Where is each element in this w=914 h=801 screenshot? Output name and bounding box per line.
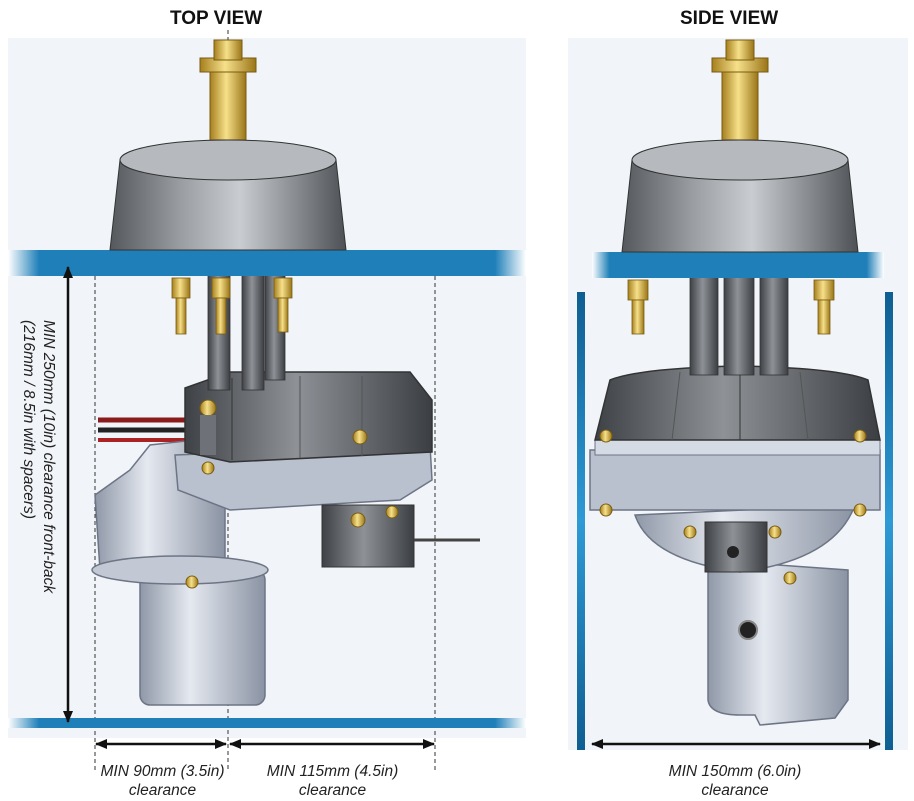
left-clearance-line1: MIN 90mm (3.5in) [100, 763, 225, 780]
pump-motor-assembly [91, 371, 480, 706]
left-clearance-caption: MIN 90mm (3.5in) clearance [80, 762, 245, 800]
side-top-panel [592, 252, 884, 278]
front-back-clearance-line1: MIN 250mm (10in) clearance front-back [40, 320, 57, 594]
right-clearance-caption: MIN 115mm (4.5in) clearance [245, 762, 420, 800]
side-clearance-line2: clearance [701, 782, 769, 799]
side-mounting-studs [627, 279, 835, 335]
bottom-panel [8, 718, 526, 728]
top-view-drawing [8, 30, 526, 770]
side-support-rods [689, 274, 789, 376]
side-clearance-caption: MIN 150mm (6.0in) clearance [640, 762, 830, 800]
left-clearance-line2: clearance [128, 782, 197, 799]
helm-pump-dome [109, 39, 347, 251]
right-clearance-line1: MIN 115mm (4.5in) [266, 763, 399, 780]
side-helm-pump-dome [621, 39, 859, 253]
side-clearance-line1: MIN 150mm (6.0in) [668, 763, 802, 780]
top-view-title: TOP VIEW [170, 8, 263, 29]
side-left-panel [577, 292, 585, 750]
side-view-title: SIDE VIEW [680, 8, 779, 29]
side-right-panel [885, 292, 893, 750]
top-panel [8, 250, 526, 276]
mounting-studs [171, 277, 293, 335]
side-pump-motor-assembly [589, 365, 881, 726]
right-clearance-line2: clearance [298, 782, 367, 799]
front-back-clearance-line2: (216mm / 8.5in with spacers) [20, 320, 37, 519]
front-back-clearance-label: MIN 250mm (10in) clearance front-back (2… [18, 320, 58, 593]
side-view-drawing [568, 38, 908, 750]
